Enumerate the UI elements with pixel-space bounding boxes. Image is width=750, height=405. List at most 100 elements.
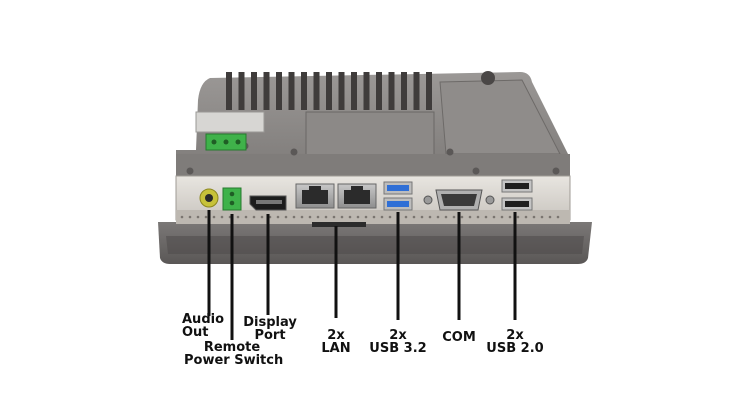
display-port [249,195,287,211]
vent-holes [180,215,560,219]
heatsink-fin [388,72,395,110]
label-usb20-line1: 2x [506,328,524,343]
vent-hole [180,215,184,219]
vent-hole [244,215,248,219]
vent-hole [556,215,560,219]
audio-out-port [199,188,219,208]
vent-hole [444,215,448,219]
heatsink-fin [276,72,282,110]
label-usb20-line2: USB 2.0 [486,341,544,356]
label-lan: 2x LAN [310,329,362,355]
label-usb32-line1: 2x [389,328,407,343]
usb-3-2-port-2 [383,197,413,211]
vent-hole [236,215,240,219]
top-terminal-block [195,111,265,151]
usb-2-0-port-2 [501,197,533,211]
label-lan-line2: LAN [321,341,351,356]
vent-hole [372,215,376,219]
vent-hole [508,215,512,219]
label-com-line1: COM [442,330,476,345]
label-remote-line1: Remote [203,340,261,355]
chassis-top [176,71,570,176]
label-display-port: Display Port [240,316,300,342]
heatsink-fin [413,72,420,110]
vent-hole [420,215,424,219]
label-display-line2: Port [254,328,286,343]
vent-hole [492,215,496,219]
heatsink-fin [363,72,370,110]
label-lan-line1: 2x [327,328,345,343]
heatsink-fin [301,72,307,110]
heatsink-fin [351,72,357,110]
vent-hole [476,215,480,219]
vent-hole [252,215,256,219]
vent-hole [364,215,368,219]
callout-lines [207,210,517,340]
vent-hole [548,215,552,219]
heatsink-fin [238,72,245,110]
bottom-slot [312,222,366,227]
front-bezel [158,222,592,264]
label-usb-2-0: 2x USB 2.0 [484,329,546,355]
label-audio-out: Audio Out [182,313,224,339]
vent-hole [340,215,344,219]
vent-hole [388,215,392,219]
heatsink-fin [338,72,345,110]
vent-hole [428,215,432,219]
vent-hole [356,215,360,219]
heatsink-fin [263,72,270,110]
vent-hole [468,215,472,219]
heatsink-fin [326,72,332,110]
heatsink-fin [226,72,232,110]
label-remote-power-switch: Remote Power Switch [184,340,284,368]
usb-3-2-port-1 [383,181,413,195]
vent-hole [524,215,528,219]
vent-hole [348,215,352,219]
heatsink-fin [401,72,407,110]
vent-hole [532,215,536,219]
label-com: COM [434,331,484,344]
vent-hole [324,215,328,219]
usb-2-0-port-1 [501,179,533,193]
vent-hole [540,215,544,219]
label-usb-3-2: 2x USB 3.2 [368,329,428,355]
vent-hole [436,215,440,219]
heatsink-fin [376,72,382,110]
vent-hole [196,215,200,219]
label-usb32-line2: USB 3.2 [369,341,427,356]
vent-hole [500,215,504,219]
com-port [423,189,495,211]
vent-hole [212,215,216,219]
heatsink-fin [313,72,320,110]
vent-hole [460,215,464,219]
label-remote-line2: Power Switch [184,353,284,368]
vent-hole [316,215,320,219]
heatsink-fin [288,72,295,110]
vent-hole [412,215,416,219]
vent-hole [260,215,264,219]
vent-hole [220,215,224,219]
vent-hole [484,215,488,219]
vent-hole [284,215,288,219]
lan-port-2 [337,183,377,209]
heatsink-fin [426,72,432,110]
vent-hole [516,215,520,219]
heatsink-fins [226,72,432,110]
vent-hole [332,215,336,219]
heatsink-fin [251,72,257,110]
vent-hole [204,215,208,219]
lan-port-1 [295,183,335,209]
label-display-line1: Display [243,315,297,330]
vent-hole [380,215,384,219]
vent-hole [308,215,312,219]
vent-hole [452,215,456,219]
vent-hole [404,215,408,219]
remote-power-switch-port [222,187,242,211]
label-audio-line2: Out [182,325,209,340]
label-audio-line1: Audio [182,312,225,327]
vent-hole [276,215,280,219]
vent-hole [188,215,192,219]
vent-hole [300,215,304,219]
